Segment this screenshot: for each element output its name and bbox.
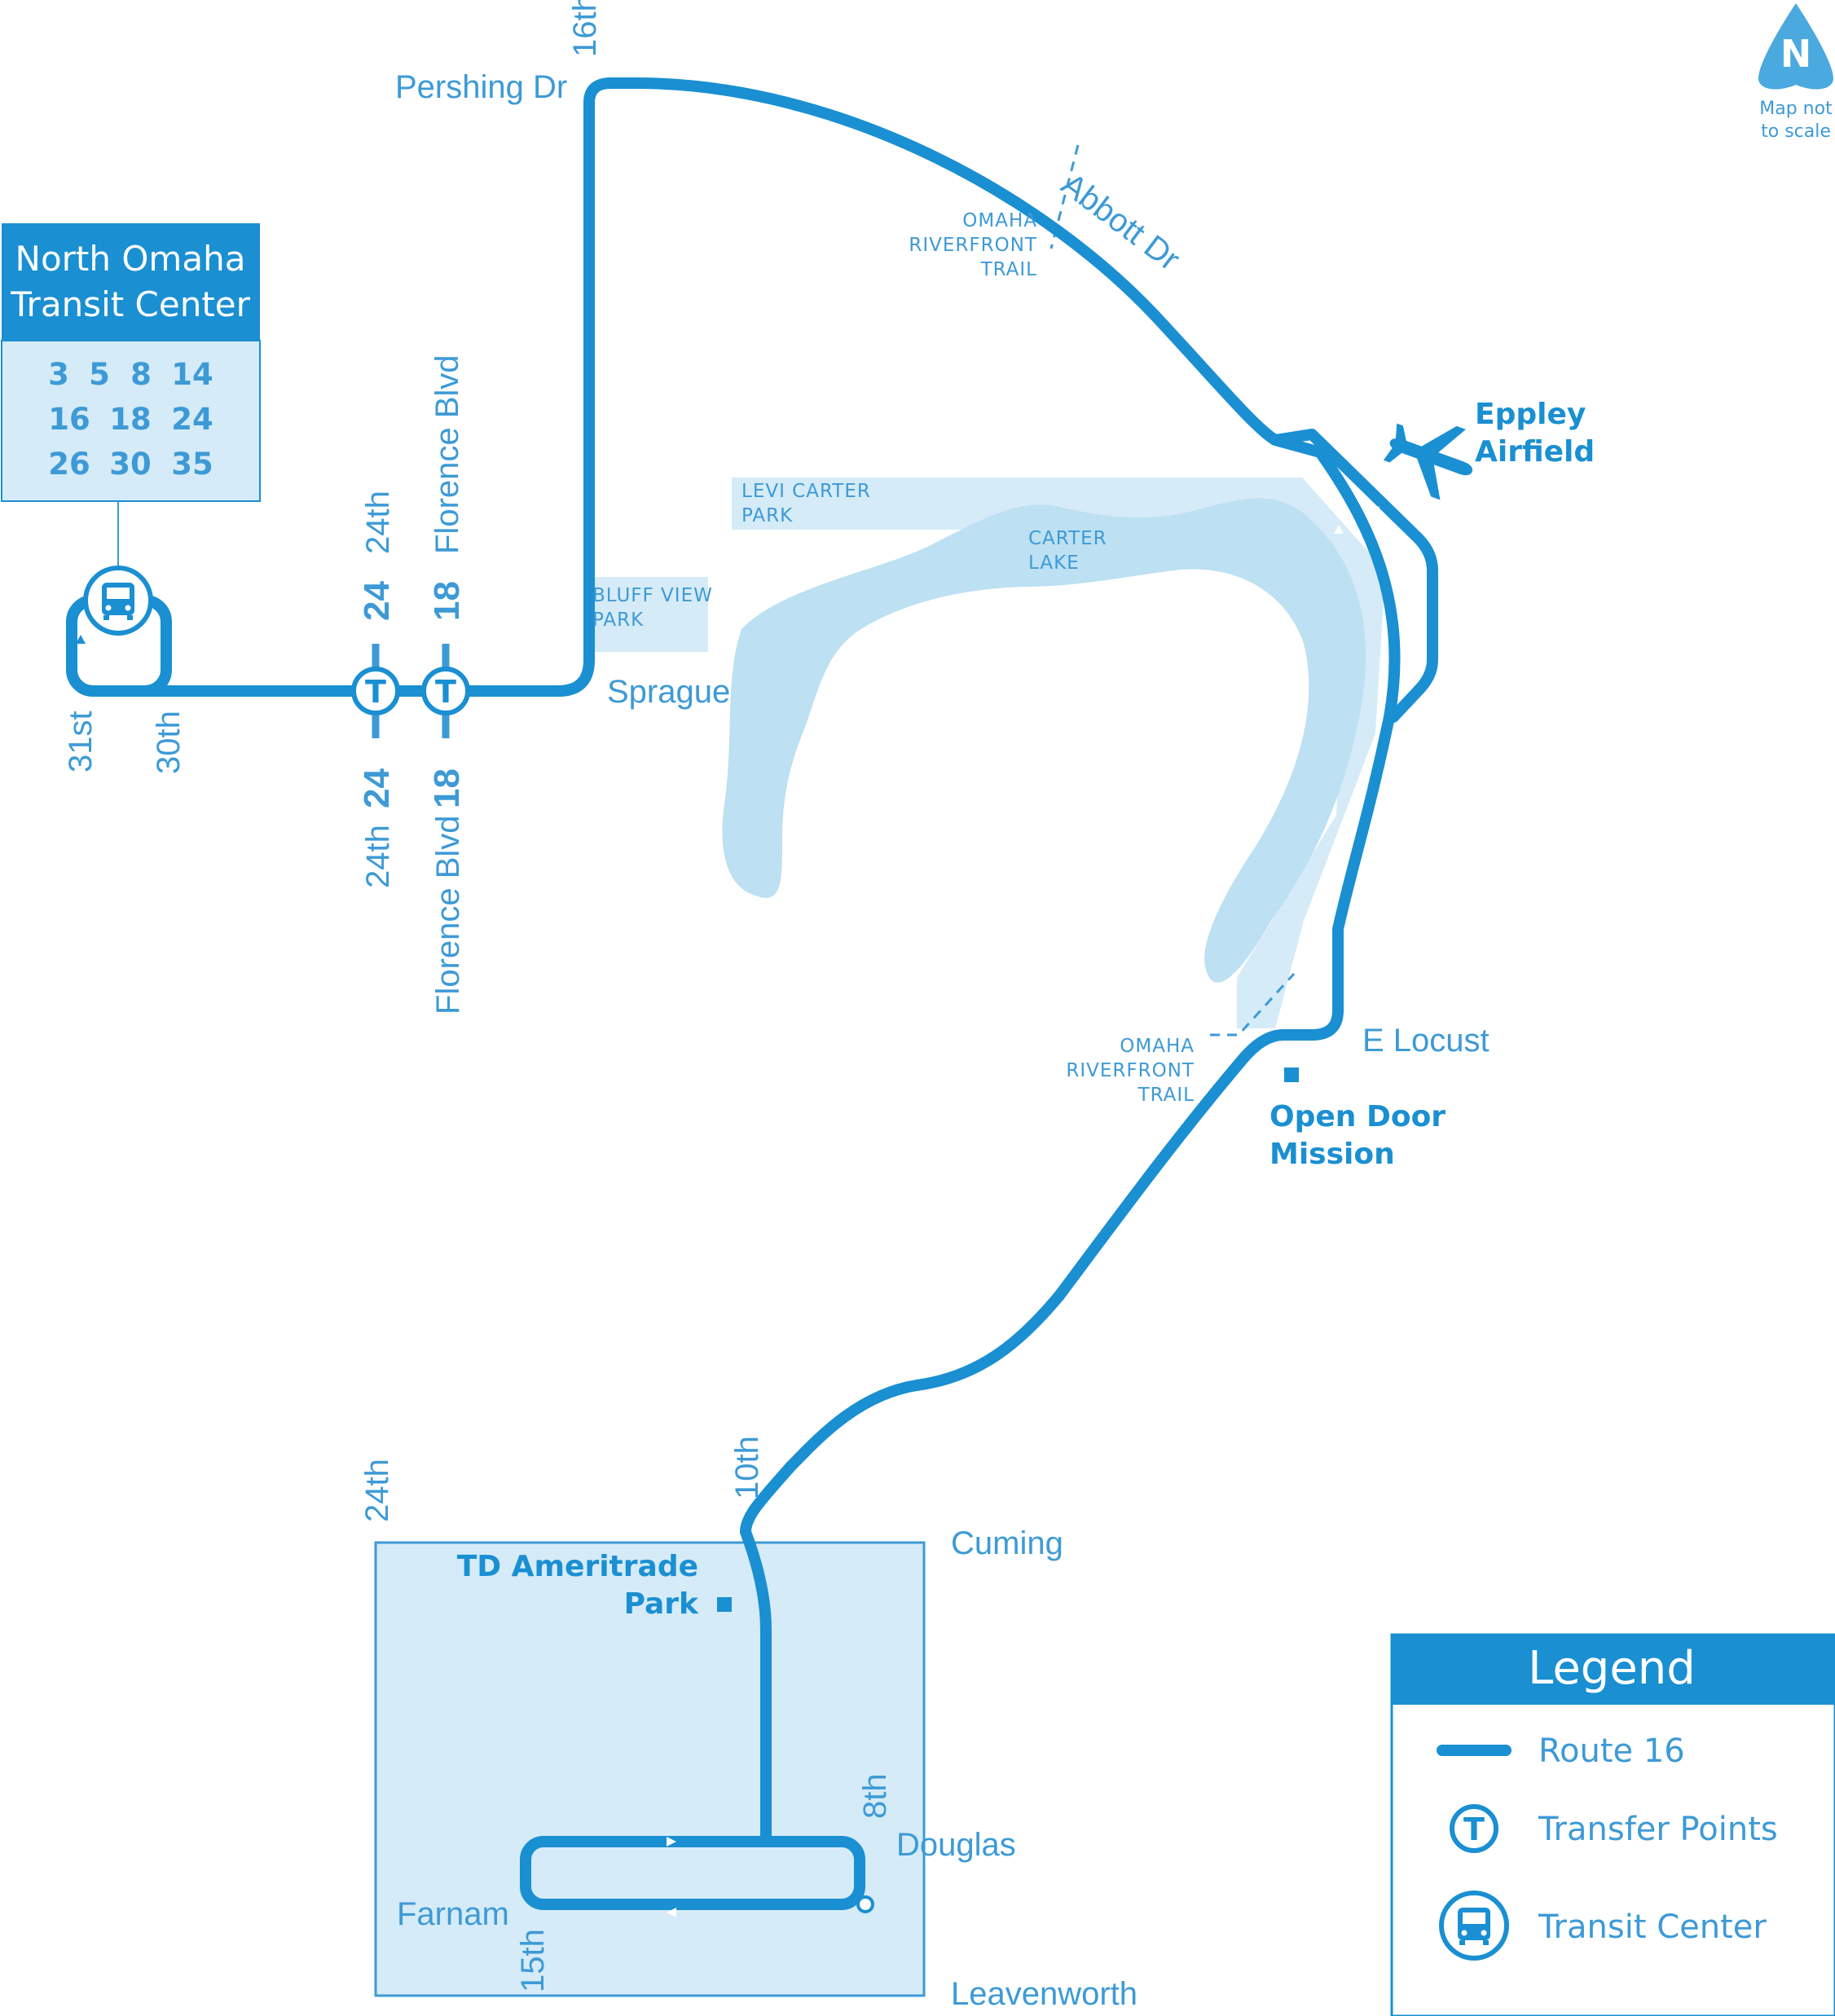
legend-transfer-symbol: T xyxy=(1463,1811,1485,1847)
riverfront-trail-bottom xyxy=(1210,972,1296,1037)
route-18-top: 18 xyxy=(427,581,467,621)
direction-arrow xyxy=(161,637,171,646)
tc-route: 5 xyxy=(89,357,110,392)
riverfront-trail-label-bottom: TRAIL xyxy=(1138,1085,1195,1106)
route-16-airport-loop xyxy=(1270,429,1438,723)
street-16th: 16th xyxy=(567,0,603,57)
legend-transfer-label: Transfer Points xyxy=(1538,1811,1778,1848)
map-not-to-scale-note: Map not xyxy=(1759,99,1833,119)
street-24th-top: 24th xyxy=(360,491,396,554)
carter-lake-label: CARTER xyxy=(1028,528,1107,549)
tc-route: 14 xyxy=(171,357,213,392)
street-8th: 8th xyxy=(857,1773,893,1819)
open-door-mission-marker xyxy=(1284,1067,1299,1082)
street-30th: 30th xyxy=(151,711,187,774)
td-ameritrade-park-label: Park xyxy=(624,1587,699,1621)
tc-route: 24 xyxy=(171,402,213,437)
direction-arrow xyxy=(76,635,86,644)
transit-center-title-1: North Omaha xyxy=(15,239,246,279)
street-abbott-dr: Abbott Dr xyxy=(1055,166,1186,278)
svg-text:T: T xyxy=(365,674,386,710)
legend-title: Legend xyxy=(1528,1642,1696,1695)
transfer-point-18: T xyxy=(421,667,470,715)
street-sprague: Sprague xyxy=(607,674,730,710)
street-e-locust: E Locust xyxy=(1362,1023,1490,1059)
tc-route: 35 xyxy=(171,447,213,482)
street-cuming: Cuming xyxy=(951,1525,1063,1561)
street-farnam: Farnam xyxy=(397,1896,509,1932)
eppley-airfield-label: Eppley xyxy=(1475,398,1586,431)
legend-transit-center-label: Transit Center xyxy=(1538,1908,1767,1946)
eppley-airfield-label: Airfield xyxy=(1475,435,1595,469)
open-door-mission-label: Mission xyxy=(1270,1138,1395,1171)
route-16-line xyxy=(104,77,1401,1847)
route-24-top: 24 xyxy=(357,581,397,621)
transfer-point-24: T xyxy=(351,667,400,715)
legend-transfer-icon xyxy=(1450,1804,1498,1853)
bluff-view-park-label: BLUFF VIEW xyxy=(592,585,713,606)
street-31st: 31st xyxy=(63,711,99,773)
street-15th: 15th xyxy=(515,1929,551,1992)
td-ameritrade-park-marker xyxy=(717,1597,732,1612)
riverfront-trail-label-top: RIVERFRONT xyxy=(909,235,1037,256)
transit-center-bus-icon xyxy=(83,566,153,636)
direction-arrow xyxy=(667,1908,676,1917)
tc-route: 30 xyxy=(109,447,152,482)
legend-route-label: Route 16 xyxy=(1538,1732,1685,1770)
downtown-area xyxy=(374,1541,926,1997)
airplane-icon xyxy=(1383,423,1473,500)
street-florence-blvd-bottom: Florence Blvd xyxy=(430,815,466,1015)
tc-route: 8 xyxy=(130,357,152,392)
route-endpoint xyxy=(856,1895,874,1913)
map-not-to-scale-note: to scale xyxy=(1761,121,1831,142)
transit-center-header xyxy=(2,223,260,341)
riverfront-trail-label-bottom: OMAHA xyxy=(1120,1036,1195,1057)
street-florence-blvd-top: Florence Blvd xyxy=(429,354,465,554)
street-pershing-dr: Pershing Dr xyxy=(395,69,567,105)
tc-route: 16 xyxy=(48,402,90,437)
direction-arrow xyxy=(1371,506,1380,516)
street-24th-south: 24th xyxy=(359,1459,395,1522)
open-door-mission-label: Open Door xyxy=(1270,1100,1446,1133)
carter-lake-label: LAKE xyxy=(1028,552,1080,574)
street-douglas: Douglas xyxy=(896,1827,1016,1863)
street-24th-bottom: 24th xyxy=(360,825,396,888)
street-leavenworth: Leavenworth xyxy=(951,1976,1138,2012)
direction-arrow xyxy=(1334,525,1344,534)
carter-lake xyxy=(722,498,1366,983)
riverfront-trail-label-top: TRAIL xyxy=(980,259,1037,280)
td-ameritrade-park-label: TD Ameritrade xyxy=(457,1550,698,1583)
north-arrow-icon: N xyxy=(1758,3,1833,90)
svg-text:T: T xyxy=(435,674,456,710)
route-18-bottom: 18 xyxy=(427,768,467,808)
legend: Legend Route 16 T Transfer Points Transi… xyxy=(1390,1633,1835,2016)
bluff-view-park xyxy=(586,577,708,652)
direction-arrow xyxy=(667,1837,676,1847)
downtown-loop xyxy=(520,1836,865,1910)
route-24-bottom: 24 xyxy=(357,768,397,808)
transit-center-title-2: Transit Center xyxy=(10,284,251,324)
riverfront-trail-label-top: OMAHA xyxy=(962,210,1037,231)
legend-bus-icon xyxy=(1439,1891,1509,1961)
levi-carter-park-label: LEVI CARTER xyxy=(741,481,871,502)
tc-route: 18 xyxy=(109,402,152,437)
street-10th: 10th xyxy=(729,1436,765,1499)
tc-route: 3 xyxy=(48,357,69,392)
svg-text:N: N xyxy=(1780,32,1812,76)
bluff-view-park-label: PARK xyxy=(592,610,644,631)
levi-carter-park-label: PARK xyxy=(741,505,793,526)
transit-center-routes-box xyxy=(1,340,261,502)
tc-route: 26 xyxy=(48,447,90,482)
riverfront-trail-label-bottom: RIVERFRONT xyxy=(1066,1060,1195,1081)
